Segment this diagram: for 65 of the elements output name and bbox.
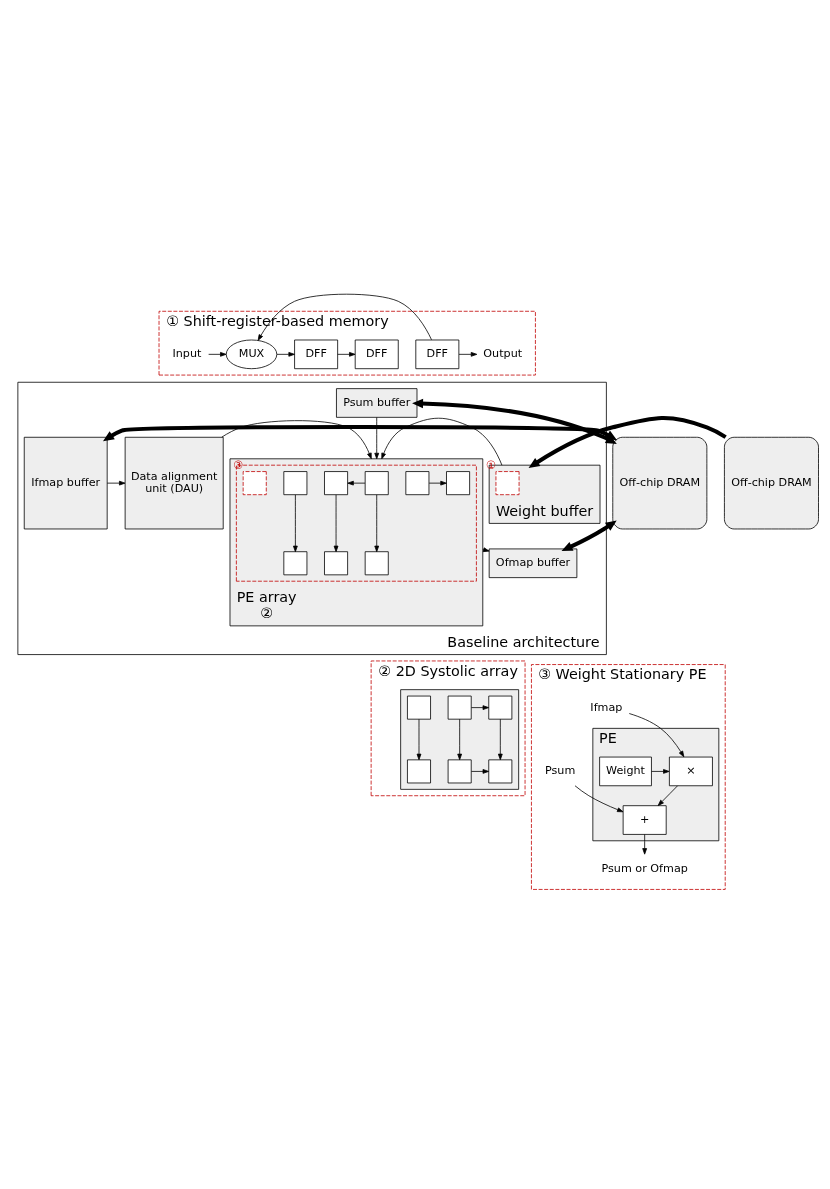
node-box bbox=[324, 470, 348, 495]
node-box bbox=[495, 470, 520, 495]
node-box bbox=[324, 550, 348, 575]
node-ellipse: MUX bbox=[225, 339, 278, 369]
arrow bbox=[628, 712, 685, 757]
node-box bbox=[283, 550, 308, 575]
arrow bbox=[276, 351, 295, 357]
arrow bbox=[471, 704, 489, 710]
arrow bbox=[574, 784, 624, 812]
node-box bbox=[364, 550, 389, 575]
node-box bbox=[446, 470, 471, 495]
cluster: ② 2D Systolic array bbox=[370, 660, 526, 796]
arrow bbox=[221, 419, 372, 459]
arrow bbox=[471, 768, 489, 774]
node-box: DFF bbox=[415, 339, 460, 369]
arrow bbox=[416, 718, 422, 760]
node-box bbox=[405, 470, 430, 495]
arrow bbox=[651, 768, 670, 774]
node-box: Weight bbox=[599, 756, 652, 786]
node-box: Off-chip DRAM bbox=[724, 436, 819, 529]
node-box bbox=[447, 695, 472, 720]
node-box bbox=[407, 758, 431, 783]
arrow bbox=[257, 293, 432, 341]
arrow bbox=[333, 493, 339, 552]
node-box: Ofmap buffer bbox=[488, 548, 578, 578]
node-box bbox=[447, 758, 472, 783]
node-text: Ifmap bbox=[590, 700, 623, 714]
node-box: DFF bbox=[354, 339, 399, 369]
arrow bbox=[561, 520, 617, 551]
node-box: × bbox=[669, 756, 713, 786]
cluster bbox=[400, 688, 520, 790]
node-box: Psum buffer bbox=[336, 387, 418, 418]
node-box bbox=[407, 695, 431, 720]
node-box: Data alignment unit (DAU) bbox=[124, 436, 224, 529]
arrow bbox=[528, 415, 727, 468]
node-box: DFF bbox=[294, 339, 339, 369]
arrow bbox=[337, 351, 356, 357]
node-text: Input bbox=[172, 346, 202, 360]
arrow bbox=[412, 398, 617, 444]
arrow bbox=[642, 833, 647, 855]
arrow bbox=[374, 416, 380, 459]
arrow bbox=[103, 424, 618, 441]
node-box bbox=[488, 695, 513, 720]
node-text: Psum or Ofmap bbox=[601, 861, 688, 875]
arrow bbox=[208, 351, 227, 357]
node-box bbox=[488, 758, 513, 783]
node-box: Ifmap buffer bbox=[23, 436, 108, 529]
arrow bbox=[374, 493, 380, 552]
node-box: + bbox=[622, 804, 667, 835]
arrow bbox=[497, 718, 503, 760]
node-text: Psum bbox=[544, 763, 576, 777]
node-box bbox=[283, 470, 308, 495]
node-box bbox=[242, 470, 267, 495]
arrow bbox=[428, 480, 447, 485]
arrow bbox=[293, 493, 298, 552]
node-text: Output bbox=[483, 346, 523, 360]
arrow bbox=[381, 417, 503, 466]
arrow bbox=[106, 480, 126, 485]
node-label: ③ bbox=[232, 458, 243, 472]
arrow bbox=[458, 351, 478, 357]
node-box bbox=[364, 470, 389, 495]
node-box: Off-chip DRAM bbox=[612, 436, 708, 529]
arrow bbox=[657, 784, 678, 806]
arrow bbox=[347, 480, 366, 485]
arrow bbox=[457, 718, 462, 760]
